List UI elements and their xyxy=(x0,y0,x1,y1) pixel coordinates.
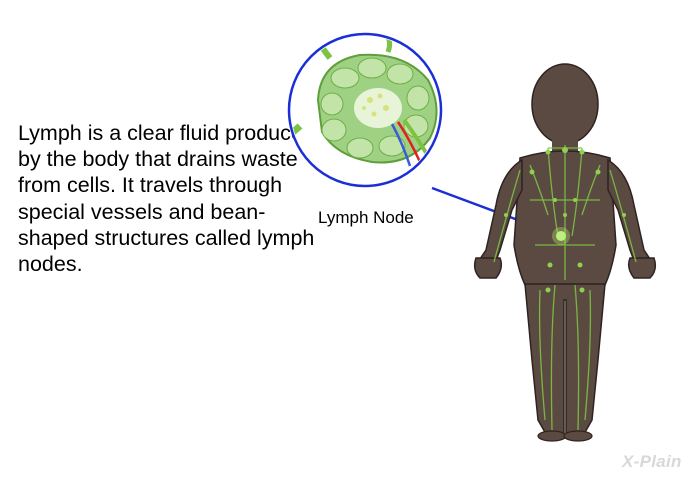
lymphatic-vessels-icon xyxy=(493,145,637,431)
human-body-icon xyxy=(473,63,657,442)
caption-text: Lymph is a clear fluid produced by the b… xyxy=(18,121,315,277)
lymph-node-label: Lymph Node xyxy=(318,208,414,227)
x-plain-logo: X-Plain xyxy=(622,452,682,471)
lymph-node-callout-icon xyxy=(287,32,443,188)
highlighted-lymph-node-icon xyxy=(556,231,566,241)
lymph-node-dots-icon xyxy=(504,147,626,293)
